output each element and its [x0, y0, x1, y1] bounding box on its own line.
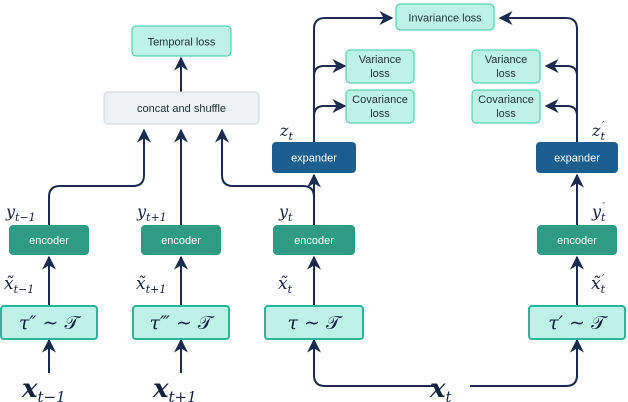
- variance-loss-right-label-line1: Variance: [485, 54, 528, 66]
- arrow-expander-left-to-invariance: [313, 11, 394, 142]
- label-y-t: yt: [278, 202, 293, 224]
- concat-and-shuffle-label: concat and shuffle: [137, 103, 226, 115]
- variance-loss-right-label-line2: loss: [496, 68, 516, 80]
- covariance-loss-right-box: Covariance loss: [471, 89, 541, 124]
- variance-loss-left-label-line2: loss: [370, 68, 390, 80]
- variance-loss-right-box: Variance loss: [471, 49, 541, 84]
- covariance-loss-left-box: Covariance loss: [345, 89, 415, 124]
- expander-right-box: expander: [536, 142, 618, 173]
- invariance-loss-box: Invariance loss: [395, 3, 495, 31]
- label-xtilde-t-plus-1: x̃t+1: [136, 274, 166, 296]
- temporal-loss-box: Temporal loss: [131, 25, 232, 57]
- encoder-3-box: encoder: [273, 225, 355, 255]
- transform-4-box: τ′ ∼ 𝒯: [528, 305, 626, 340]
- arrow-xt-to-t3: [307, 338, 435, 387]
- encoder-1-label: encoder: [29, 235, 69, 247]
- encoder-2-label: encoder: [161, 235, 201, 247]
- label-x-t-minus-1: xt−1: [21, 374, 66, 402]
- transform-3-box: τ ∼ 𝒯: [264, 305, 364, 340]
- label-xtilde-t: x̃t: [278, 274, 293, 296]
- label-xtilde-t-minus-1: x̃t−1: [4, 274, 34, 296]
- transform-2-box: τ‴ ∼ 𝒯: [132, 305, 230, 340]
- encoder-3-label: encoder: [294, 235, 334, 247]
- arrow-expander-left-to-variance: [313, 59, 347, 84]
- label-x-t-plus-1: xt+1: [152, 374, 197, 402]
- arrow-expander-right-to-covariance: [544, 99, 578, 120]
- label-y-t-prime: yt′: [591, 200, 606, 224]
- transform-1-box: τ″ ∼ 𝒯: [0, 305, 98, 340]
- label-xtilde-t-prime: x̃t′: [591, 272, 606, 296]
- transform-1-label: τ″ ∼ 𝒯: [19, 312, 82, 334]
- variance-loss-left-label-line1: Variance: [359, 54, 402, 66]
- variance-loss-left-box: Variance loss: [345, 49, 415, 84]
- arrow-expander-left-to-covariance: [313, 99, 347, 120]
- label-z-t: zt: [279, 121, 293, 143]
- invariance-loss-label: Invariance loss: [408, 13, 482, 25]
- covariance-loss-right-label-line1: Covariance: [478, 94, 534, 106]
- arrow-expander-right-to-invariance: [498, 11, 578, 142]
- label-y-t-plus-1: yt+1: [136, 202, 167, 224]
- encoder-4-box: encoder: [537, 225, 617, 255]
- arrow-xt-to-t4: [470, 338, 584, 387]
- arrow-expander-right-to-variance: [544, 59, 578, 84]
- label-y-t-minus-1: yt−1: [5, 202, 36, 224]
- expander-left-label: expander: [291, 153, 337, 165]
- arrow-enc1-to-concat: [48, 128, 151, 225]
- transform-2-label: τ‴ ∼ 𝒯: [150, 312, 215, 334]
- expander-right-label: expander: [554, 153, 600, 165]
- covariance-loss-left-label-line2: loss: [370, 108, 390, 120]
- encoder-1-box: encoder: [9, 225, 89, 255]
- encoder-4-label: encoder: [557, 235, 597, 247]
- connector-arrows: [42, 11, 584, 387]
- encoder-2-box: encoder: [141, 225, 221, 255]
- concat-and-shuffle-box: concat and shuffle: [103, 91, 260, 125]
- label-x-t: xt: [429, 374, 453, 402]
- transform-3-label: τ ∼ 𝒯: [287, 312, 343, 334]
- temporal-loss-label: Temporal loss: [148, 37, 216, 49]
- expander-left-box: expander: [272, 142, 356, 173]
- transform-4-label: τ′ ∼ 𝒯: [548, 312, 608, 334]
- covariance-loss-left-label-line1: Covariance: [352, 94, 408, 106]
- label-z-t-prime: zt′: [591, 119, 605, 143]
- covariance-loss-right-label-line2: loss: [496, 108, 516, 120]
